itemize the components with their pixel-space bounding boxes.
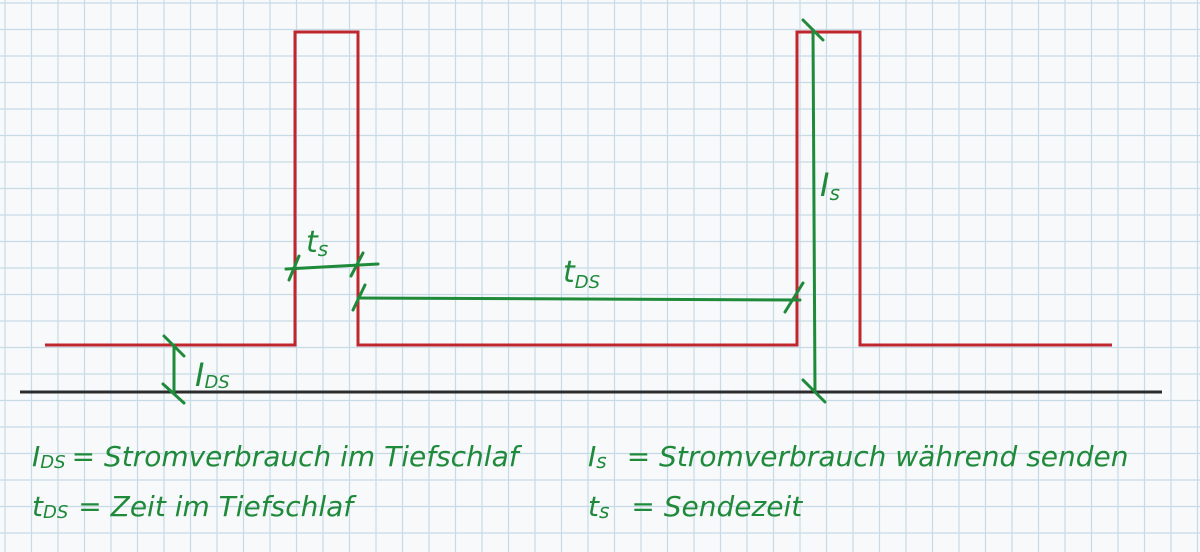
is-label: Is — [820, 166, 840, 205]
current-waveform — [45, 30, 1112, 347]
is-tick-top — [801, 18, 825, 42]
ts-tick-right — [349, 251, 365, 278]
is-dimension-line — [811, 28, 817, 394]
is-tick-bottom — [801, 378, 827, 404]
legend: IDS= Stromverbrauch im Tiefschlaf tDS= Z… — [32, 440, 1129, 523]
legend-ids: IDS= Stromverbrauch im Tiefschlaf — [32, 440, 523, 473]
legend-is: Is= Stromverbrauch während senden — [588, 440, 1129, 473]
legend-tds: tDS= Zeit im Tiefschlaf — [32, 490, 357, 523]
ts-tick-left — [287, 254, 301, 282]
tds-dimension-line — [356, 296, 802, 302]
ids-tick-bottom — [161, 382, 186, 405]
legend-ts: ts= Sendezeit — [588, 490, 803, 523]
ids-label: IDS — [195, 356, 230, 394]
tds-tick-left — [351, 283, 367, 312]
tds-label: tDS — [563, 255, 600, 293]
ts-label: ts — [306, 225, 328, 261]
ts-dimension-line — [284, 262, 380, 271]
tds-tick-right — [783, 281, 805, 314]
ids-tick-top — [162, 334, 186, 358]
